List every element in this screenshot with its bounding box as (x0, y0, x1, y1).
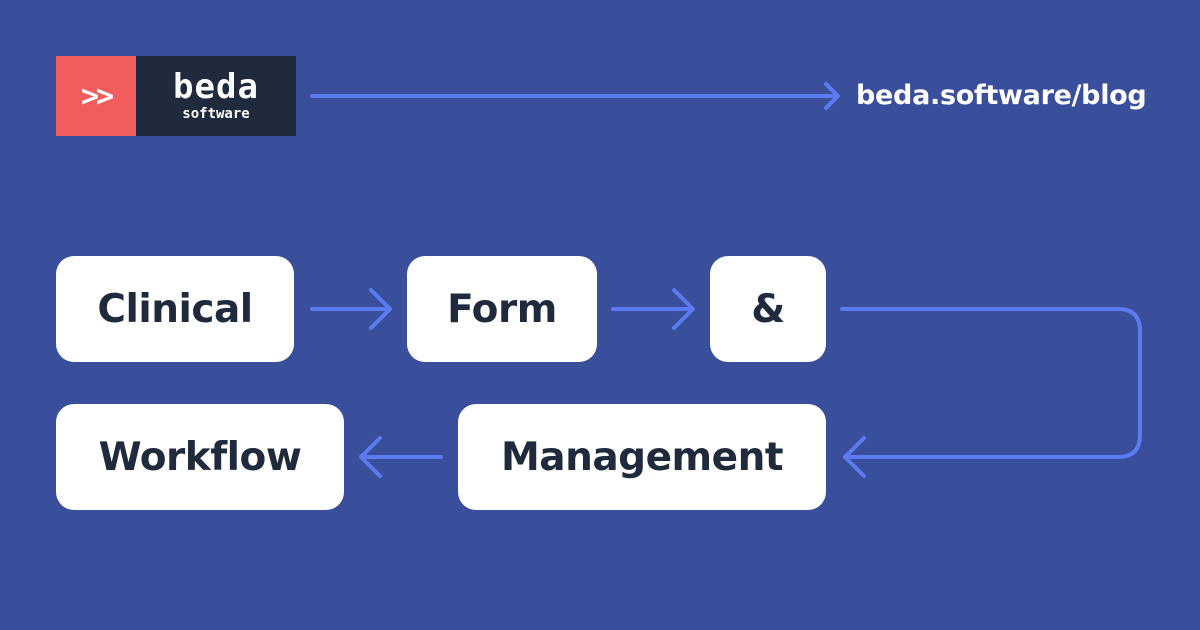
flow-node-management: Management (458, 404, 826, 510)
logo-chevrons-icon: >> (56, 56, 136, 136)
logo-subtitle: software (182, 106, 250, 122)
beda-software-logo[interactable]: >> beda software (56, 56, 296, 136)
logo-wordmark: beda software (136, 56, 296, 136)
arrow-clinical-to-form-icon (310, 288, 392, 330)
flow-node-ampersand: & (710, 256, 826, 362)
header-arrow-icon (310, 82, 840, 110)
flow-node-workflow: Workflow (56, 404, 344, 510)
arrow-ampersand-to-management-icon (840, 307, 1142, 478)
logo-name: beda (173, 67, 259, 107)
flow-node-clinical: Clinical (56, 256, 294, 362)
arrow-form-to-ampersand-icon (611, 288, 695, 330)
arrow-management-to-workflow-icon (359, 436, 443, 478)
blog-link[interactable]: beda.software/blog (856, 80, 1147, 111)
flow-node-form: Form (407, 256, 597, 362)
